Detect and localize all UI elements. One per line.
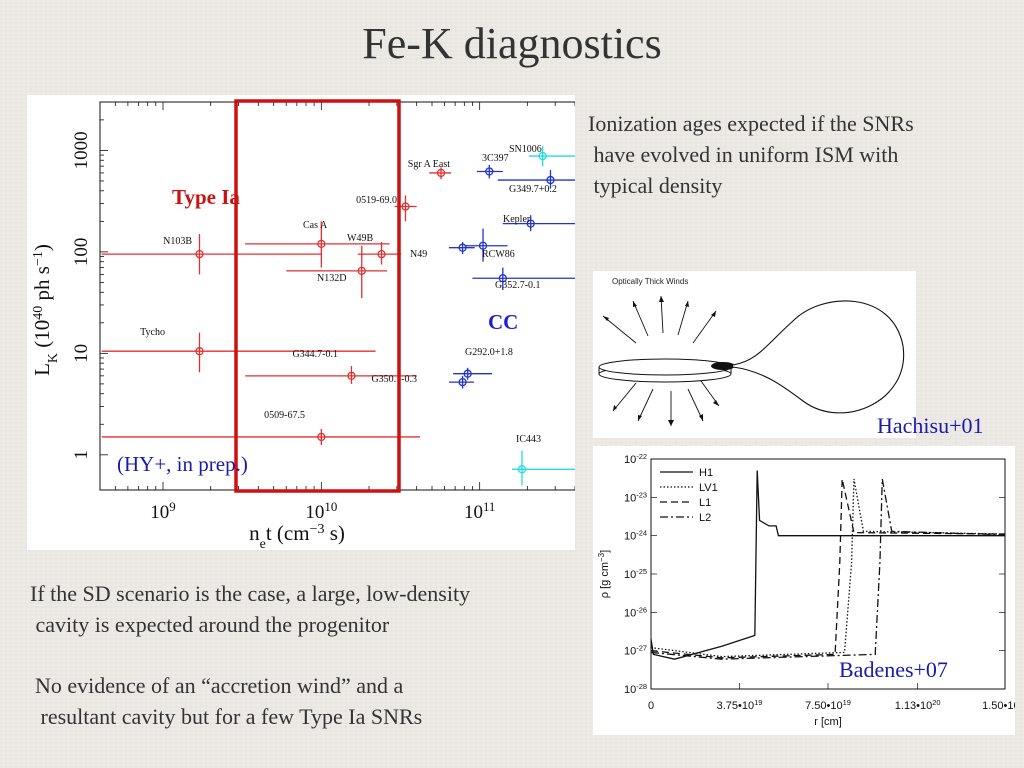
density-x-tick: 3.75•1019 xyxy=(717,698,763,713)
data-point xyxy=(317,432,326,442)
density-x-tick: 7.50•1019 xyxy=(805,698,851,713)
label-hy-in-prep: (HY+, in prep.) xyxy=(117,452,248,476)
data-point xyxy=(485,167,494,176)
density-x-tick: 1.13•1020 xyxy=(895,698,941,713)
credit-badenes: Badenes+07 xyxy=(837,657,950,683)
density-ticks xyxy=(650,458,1006,690)
label-cc: CC xyxy=(488,310,518,334)
snr-label: G350.1-0.3 xyxy=(371,374,417,385)
snr-label: Sgr A East xyxy=(408,159,450,170)
y-tick-label: 100 xyxy=(71,238,92,267)
credit-hachisu: Hachisu+01 xyxy=(877,413,984,438)
density-x-label: r [cm] xyxy=(814,716,842,728)
snr-label: Tycho xyxy=(140,327,165,338)
data-point xyxy=(377,249,386,259)
data-point xyxy=(458,378,467,387)
legend-label: H1 xyxy=(699,467,713,479)
series-type-ia xyxy=(101,167,452,445)
sd-scenario-text: If the SD scenario is the case, a large,… xyxy=(30,581,471,637)
legend-label: L2 xyxy=(699,512,711,524)
ionization-text: Ionization ages expected if the SNRs hav… xyxy=(588,111,914,198)
data-point xyxy=(517,465,527,474)
data-point xyxy=(317,239,326,248)
accretion-wind-text: No evidence of an “accretion wind” and a… xyxy=(35,673,423,729)
density-y-tick: 10-25 xyxy=(624,567,647,582)
snr-label: G344.7-0.1 xyxy=(292,349,338,360)
series-cc xyxy=(448,164,575,389)
label-type-ia: Type Ia xyxy=(172,185,240,209)
y-tick-label: 1 xyxy=(71,450,92,460)
companion-star xyxy=(732,300,905,414)
data-point xyxy=(458,243,467,252)
data-point xyxy=(538,151,547,161)
snr-label: 0519-69.0 xyxy=(356,195,397,206)
snr-label: N103B xyxy=(163,236,192,247)
snr-label: G292.0+1.8 xyxy=(465,347,513,358)
snr-label: G349.7+0.2 xyxy=(509,184,557,195)
x-tick-label: 1010 xyxy=(305,499,337,524)
snr-label: G352.7-0.1 xyxy=(495,280,541,291)
snr-label: 0509-67.5 xyxy=(264,410,305,421)
tick-marks xyxy=(99,101,576,490)
x-tick-label: 1011 xyxy=(464,499,495,524)
data-point xyxy=(195,347,204,356)
snr-label: SN1006 xyxy=(509,144,542,155)
data-point xyxy=(436,168,446,178)
snr-label: Kepler xyxy=(503,214,531,225)
y-tick-label: 1000 xyxy=(71,131,92,169)
density-line-h1 xyxy=(650,470,1005,660)
snr-label: RCW86 xyxy=(482,249,515,260)
density-y-tick: 10-26 xyxy=(624,605,647,620)
snr-label: N132D xyxy=(317,273,346,284)
y-axis-label: LK (1040 ph s−1) xyxy=(30,244,61,376)
series-cyan xyxy=(511,146,575,486)
density-line-l1 xyxy=(650,478,1006,659)
density-y-tick: 10-23 xyxy=(624,490,647,505)
accretion-disk xyxy=(598,358,735,383)
density-x-tick: 1.50•1020 xyxy=(982,698,1015,713)
density-y-tick: 10-22 xyxy=(624,452,647,467)
data-point xyxy=(546,175,555,185)
main-plot-panel: 1000 100 10 1 109 1010 1011 LK (1040 ph s−1) net… xyxy=(27,95,578,552)
wind-diagram-panel: Optically Thick Winds xyxy=(593,271,916,438)
data-point xyxy=(478,241,488,250)
wind-arrowheads xyxy=(603,296,719,426)
wind-caption: Optically Thick Winds xyxy=(612,277,688,286)
density-plot: 10-22 10-23 10-24 10-25 10-26 10-27 10-280 3.75… xyxy=(597,452,1024,729)
data-point xyxy=(498,274,507,283)
density-y-tick: 10-28 xyxy=(624,682,647,697)
data-point xyxy=(463,369,472,378)
legend-label: L1 xyxy=(699,497,711,509)
snr-label: 3C397 xyxy=(482,153,509,164)
y-tick-label: 10 xyxy=(71,344,92,363)
data-point xyxy=(357,266,366,276)
wind-diagram: Optically Thick Winds xyxy=(598,277,905,426)
x-axis-label: net (cm−3 s) xyxy=(249,521,345,550)
legend-label: LV1 xyxy=(699,482,718,494)
density-line-l2 xyxy=(650,478,1006,660)
snr-label: IC443 xyxy=(516,434,541,445)
data-point xyxy=(195,249,204,259)
slide-title: Fe-K diagnostics xyxy=(362,19,662,68)
density-y-label: ρ [g cm−3] xyxy=(597,550,612,598)
x-tick-label: 109 xyxy=(150,499,175,524)
snr-label: Cas A xyxy=(303,220,328,231)
data-point xyxy=(526,219,535,228)
main-plot: 1000 100 10 1 109 1010 1011 LK (1040 ph s−1) net… xyxy=(30,99,578,552)
density-line-lv1 xyxy=(650,478,1006,658)
snr-label: N49 xyxy=(410,249,427,260)
data-point xyxy=(401,202,410,211)
density-y-tick: 10-24 xyxy=(624,528,647,543)
data-point xyxy=(347,371,356,381)
type-ia-region-box xyxy=(234,99,401,493)
density-x-tick: 0 xyxy=(648,700,654,712)
snr-label: W49B xyxy=(347,233,373,244)
density-y-tick: 10-27 xyxy=(624,643,647,658)
